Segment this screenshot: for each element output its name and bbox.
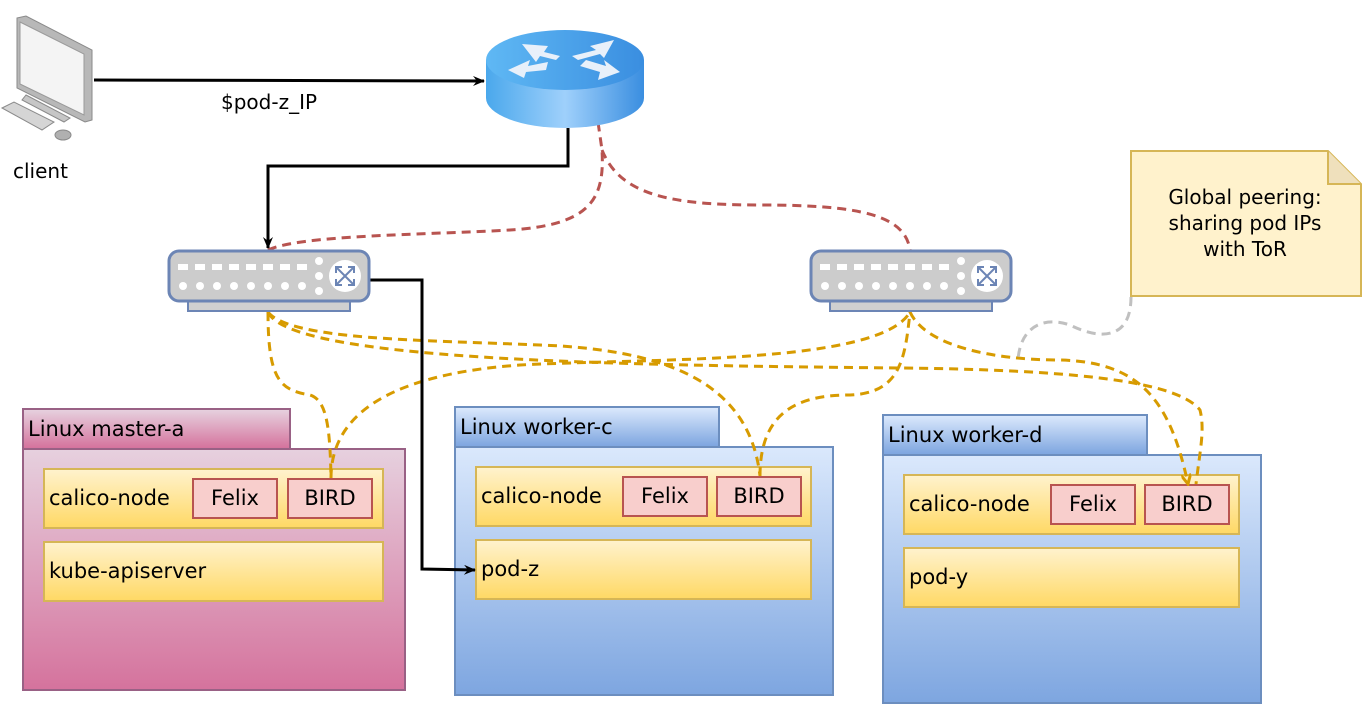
bgp-right-to-master: [329, 311, 912, 479]
calico-node-label: calico-node: [481, 484, 602, 508]
edge-client-to-router: [93, 75, 485, 86]
bgp-left-to-worker-c: [266, 310, 762, 477]
router-peering-left: [267, 121, 604, 252]
note-line: with ToR: [1203, 236, 1287, 261]
desktop-computer-icon: [0, 15, 93, 141]
client-label: client: [13, 159, 68, 183]
edge-switch-to-pod-z: [370, 278, 476, 575]
workload-bar: pod-z: [475, 539, 812, 600]
calico-node-label: calico-node: [909, 492, 1030, 516]
note-line: Global peering:: [1168, 184, 1322, 209]
host-title: Linux master-a: [28, 417, 185, 441]
host-tab-master-a: Linux master-a: [22, 408, 291, 450]
bgp-right-to-worker-c: [758, 311, 912, 477]
bgp-left-to-master: [266, 311, 333, 479]
note-link: [1016, 296, 1133, 361]
host-tab-worker-d: Linux worker-d: [882, 414, 1148, 456]
workload-label: pod-y: [909, 565, 969, 589]
bird-component: BIRD: [716, 476, 802, 517]
bird-component: BIRD: [1144, 484, 1230, 525]
router-icon: [486, 30, 644, 128]
network-switch-icon: [809, 249, 1013, 312]
workload-label: kube-apiserver: [49, 559, 207, 583]
bird-component: BIRD: [287, 478, 373, 519]
note-text: Global peering: sharing pod IPs with ToR: [1130, 150, 1360, 295]
felix-component: Felix: [1050, 484, 1136, 525]
felix-component: Felix: [192, 478, 278, 519]
host-title: Linux worker-c: [460, 415, 613, 439]
note-line: sharing pod IPs: [1168, 210, 1322, 235]
bgp-right-to-worker-d: [908, 311, 1188, 484]
edge-router-to-switch: [263, 128, 570, 249]
bgp-left-to-worker-d: [266, 311, 1204, 485]
note-global-peering: Global peering: sharing pod IPs with ToR: [1130, 150, 1362, 297]
workload-bar: pod-y: [903, 547, 1240, 608]
router-peering-right: [600, 149, 912, 251]
calico-node-label: calico-node: [49, 486, 170, 510]
note-shape: [1130, 150, 1362, 297]
host-title: Linux worker-d: [888, 423, 1043, 447]
felix-component: Felix: [622, 476, 708, 517]
network-switch-icon: [167, 249, 371, 312]
workload-label: pod-z: [481, 557, 540, 581]
workload-bar: kube-apiserver: [43, 541, 384, 602]
edge-label-pod-z-ip: $pod-z_IP: [221, 90, 318, 114]
